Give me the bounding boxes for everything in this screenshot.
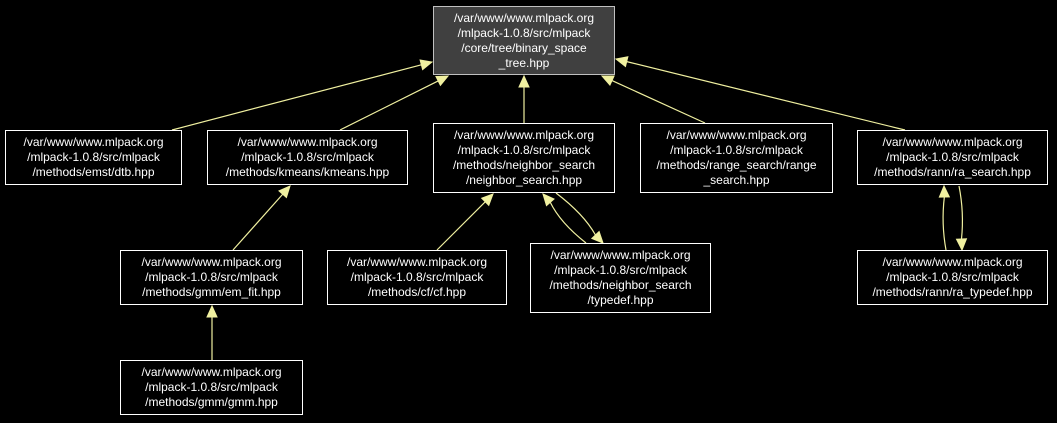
node-line: /mlpack-1.0.8/src/mlpack <box>457 143 591 157</box>
node-line: /mlpack-1.0.8/src/mlpack <box>886 270 1019 284</box>
edge-em-fit-to-kmeans <box>232 193 284 251</box>
node-line: /methods/kmeans/kmeans.hpp <box>225 165 390 179</box>
node-line: /methods/rann/ra_search.hpp <box>874 165 1031 179</box>
arrowhead-ra-search-to-ra-typedef <box>955 238 968 252</box>
node-line: /typedef.hpp <box>587 293 654 307</box>
node-line: /methods/emst/dtb.hpp <box>32 165 155 179</box>
edge-ra-search-to-ra-typedef <box>958 185 964 240</box>
node-line: /mlpack-1.0.8/src/mlpack <box>886 150 1019 164</box>
edge-ra-search-to-binary-space-tree <box>626 61 906 131</box>
arrowhead-ra-typedef-to-ra-search <box>938 184 951 198</box>
arrowhead-neighbor-search-to-binary-space-tree <box>518 74 530 88</box>
node-line: /methods/cf/cf.hpp <box>367 285 467 299</box>
node-line: /mlpack-1.0.8/src/mlpack <box>350 270 484 284</box>
node-line: /neighbor_search.hpp <box>465 173 583 187</box>
node-line: /var/www/www.mlpack.org <box>666 128 807 142</box>
edge-neighbor-search-to-ns-typedef <box>555 192 596 236</box>
node-line: /mlpack-1.0.8/src/mlpack <box>457 25 591 40</box>
node-ra-typedef[interactable]: /var/www/www.mlpack.org /mlpack-1.0.8/sr… <box>857 250 1048 305</box>
node-line: /mlpack-1.0.8/src/mlpack <box>554 263 687 277</box>
node-line: /var/www/www.mlpack.org <box>141 365 282 379</box>
edge-cf-to-neighbor-search <box>436 201 486 251</box>
node-gmm[interactable]: /var/www/www.mlpack.org /mlpack-1.0.8/sr… <box>120 360 303 415</box>
node-line: /var/www/www.mlpack.org <box>346 255 488 269</box>
edge-kmeans-to-binary-space-tree <box>339 80 439 131</box>
edge-ns-typedef-to-neighbor-search <box>549 202 587 244</box>
node-line: /methods/gmm/em_fit.hpp <box>142 285 281 299</box>
node-em-fit[interactable]: /var/www/www.mlpack.org /mlpack-1.0.8/sr… <box>120 250 303 305</box>
node-line: /mlpack-1.0.8/src/mlpack <box>145 380 278 394</box>
node-line: /core/tree/binary_space <box>461 40 587 55</box>
node-ns-typedef[interactable]: /var/www/www.mlpack.org /mlpack-1.0.8/sr… <box>530 243 711 313</box>
arrowhead-ns-typedef-to-neighbor-search <box>542 193 555 207</box>
node-line: /var/www/www.mlpack.org <box>23 135 164 149</box>
node-line: /methods/rann/ra_typedef.hpp <box>872 285 1033 299</box>
node-line: /var/www/www.mlpack.org <box>550 248 691 262</box>
node-line: /var/www/www.mlpack.org <box>237 135 378 149</box>
node-line: _search.hpp <box>703 173 770 187</box>
node-line: /var/www/www.mlpack.org <box>141 255 282 269</box>
node-line: _tree.hpp <box>498 55 550 70</box>
edge-ra-typedef-to-ra-search <box>942 196 947 251</box>
node-ra-search[interactable]: /var/www/www.mlpack.org /mlpack-1.0.8/sr… <box>857 130 1048 185</box>
node-neighbor-search[interactable]: /var/www/www.mlpack.org /mlpack-1.0.8/sr… <box>433 123 615 193</box>
node-binary-space-tree[interactable]: /var/www/www.mlpack.org /mlpack-1.0.8/sr… <box>433 6 615 75</box>
node-line: /methods/neighbor_search <box>452 158 596 172</box>
arrowhead-em-fit-to-kmeans <box>278 185 291 199</box>
node-line: /methods/range_search/range <box>656 158 817 172</box>
arrowhead-ra-search-to-binary-space-tree <box>614 56 629 68</box>
node-line: /var/www/www.mlpack.org <box>453 128 595 142</box>
edge-dtb-to-binary-space-tree <box>171 64 422 131</box>
arrowhead-gmm-to-em-fit <box>206 304 218 318</box>
node-line: /var/www/www.mlpack.org <box>453 10 595 25</box>
arrowhead-dtb-to-binary-space-tree <box>419 59 434 71</box>
node-line: /mlpack-1.0.8/src/mlpack <box>241 150 374 164</box>
node-range-search[interactable]: /var/www/www.mlpack.org /mlpack-1.0.8/sr… <box>640 123 833 193</box>
node-line: /var/www/www.mlpack.org <box>882 255 1023 269</box>
node-line: /mlpack-1.0.8/src/mlpack <box>145 270 278 284</box>
node-dtb[interactable]: /var/www/www.mlpack.org /mlpack-1.0.8/sr… <box>5 130 182 185</box>
node-kmeans[interactable]: /var/www/www.mlpack.org /mlpack-1.0.8/sr… <box>207 130 408 185</box>
edge-range-search-to-binary-space-tree <box>611 80 706 124</box>
node-cf[interactable]: /var/www/www.mlpack.org /mlpack-1.0.8/sr… <box>327 250 507 305</box>
arrowhead-kmeans-to-binary-space-tree <box>435 75 450 87</box>
arrowhead-range-search-to-binary-space-tree <box>600 75 615 87</box>
arrowhead-cf-to-neighbor-search <box>480 193 494 207</box>
node-line: /mlpack-1.0.8/src/mlpack <box>670 143 803 157</box>
arrowhead-neighbor-search-to-ns-typedef <box>590 230 604 244</box>
node-line: /methods/gmm/gmm.hpp <box>145 395 278 409</box>
node-line: /methods/neighbor_search <box>549 278 692 292</box>
node-line: /var/www/www.mlpack.org <box>882 135 1023 149</box>
node-line: /mlpack-1.0.8/src/mlpack <box>27 150 160 164</box>
